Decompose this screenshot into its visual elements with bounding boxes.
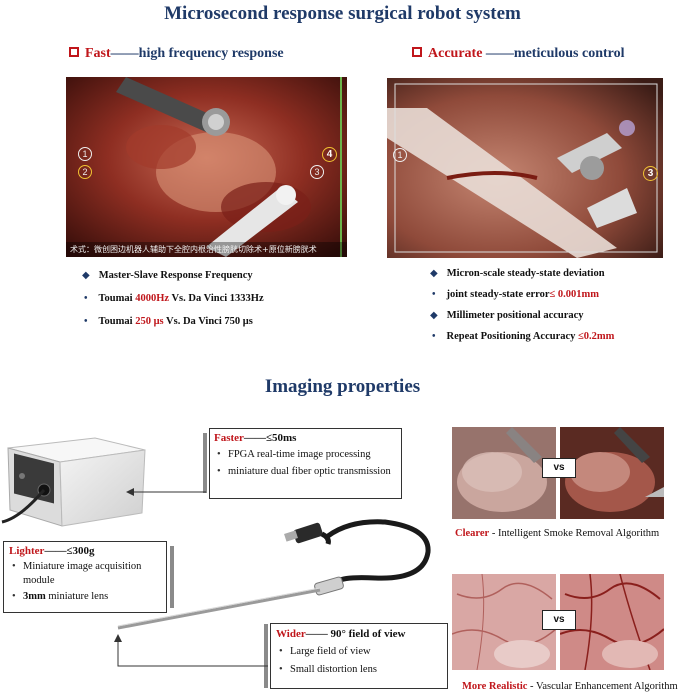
diamond-bullet-icon: ◆ [430, 310, 438, 321]
vs-badge: vs [542, 458, 576, 478]
smoke-after-image [560, 427, 664, 519]
bullet-text: Micron-scale steady-state deviation [446, 268, 605, 279]
bullet-text: Vs. Da Vinci 1333Hz [169, 293, 264, 304]
bullet-text: ≤0.2mm [578, 331, 615, 342]
accurate-bullet-item: ◆ Millimeter positional accuracy [430, 309, 614, 322]
wider-item: Small distortion lens [276, 663, 442, 677]
bullet-text: joint steady-state error [446, 289, 550, 300]
bullet-text: Millimeter positional accuracy [446, 310, 584, 321]
imaging-title: Imaging properties [264, 376, 421, 397]
lighter-label: Lighter [9, 545, 45, 557]
surgical-photo-fast: 1 2 4 3 术式：微创困边机器人辅助下全腔内根治性膀胱切除术+原位新膀胱术 [66, 77, 347, 257]
wider-label: Wider [276, 628, 306, 640]
wider-bar [264, 624, 268, 688]
camera-host-image [0, 418, 150, 530]
accurate-bullet-item: ◆ Micron-scale steady-state deviation [430, 267, 614, 280]
dot-bullet-icon: • [432, 331, 436, 342]
bullet-text: Toumai [98, 293, 136, 304]
checkbox-square-icon [412, 47, 422, 57]
bullet-text: Master-Slave Response Frequency [98, 270, 253, 281]
dot-bullet-icon: • [432, 289, 436, 300]
fast-heading: Fast——high frequency response [69, 46, 284, 62]
lighter-value: ——≤300g [44, 545, 95, 557]
arm-marker-4: 4 [322, 147, 337, 162]
wider-value: —— 90° field of view [305, 628, 406, 640]
arrow-faster [126, 488, 206, 496]
wider-item: Large field of view [276, 645, 442, 659]
arm-marker-3: 3 [643, 166, 658, 181]
endoscope-image [117, 519, 431, 630]
photo-caption: 术式：微创困边机器人辅助下全腔内根治性膀胱切除术+原位新膀胱术 [70, 245, 317, 254]
lighter-item: Miniature image acquisition module [9, 560, 161, 588]
vascular-after-image [560, 574, 664, 670]
diamond-bullet-icon: ◆ [430, 268, 438, 279]
accurate-bullet-list: ◆ Micron-scale steady-state deviation • joi… [430, 267, 614, 351]
faster-label: Faster [214, 432, 244, 444]
bullet-text: 250 μs [135, 316, 164, 327]
realistic-caption: More Realistic - Vascular Enhancement Al… [462, 681, 678, 692]
clearer-caption: Clearer - Intelligent Smoke Removal Algo… [455, 528, 660, 539]
bullet-text: 4000Hz [135, 293, 170, 304]
fast-bullet-item: • Toumai 250 μs Vs. Da Vinci 750 μs [82, 315, 264, 328]
faster-bar [203, 433, 207, 493]
faster-item: FPGA real-time image processing [214, 448, 397, 462]
accurate-subtitle: ——meticulous control [482, 46, 625, 61]
faster-box: Faster——≤50ms FPGA real-time image proce… [209, 428, 402, 499]
accurate-bullet-item: • Repeat Positioning Accuracy ≤0.2mm [430, 330, 614, 343]
fast-label: Fast [85, 46, 111, 61]
bullet-text: Repeat Positioning Accuracy [446, 331, 579, 342]
accurate-label: Accurate [428, 46, 483, 61]
surgical-photo-accurate: 1 3 [387, 78, 663, 258]
dot-bullet-icon: • [84, 293, 88, 304]
bullet-text: Toumai [98, 316, 136, 327]
diamond-bullet-icon: ◆ [82, 270, 90, 281]
dot-bullet-icon: • [84, 316, 88, 327]
vascular-before-image [452, 574, 556, 670]
page-title: Microsecond response surgical robot syst… [164, 3, 521, 24]
vs-badge: vs [542, 610, 576, 630]
faster-value: ——≤50ms [243, 432, 297, 444]
arm-marker-1: 1 [78, 147, 92, 161]
lighter-item: 3mm miniature lens [9, 590, 161, 604]
bullet-text: Vs. Da Vinci 750 μs [163, 316, 253, 327]
arm-marker-1: 1 [393, 148, 407, 162]
smoke-before-image [452, 427, 556, 519]
arrow-wider [114, 634, 268, 667]
arm-marker-2: 2 [78, 165, 92, 179]
arm-marker-3: 3 [310, 165, 324, 179]
lighter-box: Lighter——≤300g Miniature image acquisiti… [3, 541, 167, 613]
faster-item: miniature dual fiber optic transmission [214, 465, 397, 479]
fast-bullet-item: • Toumai 4000Hz Vs. Da Vinci 1333Hz [82, 292, 264, 305]
bullet-text: ≤ 0.001mm [549, 289, 600, 300]
checkbox-square-icon [69, 47, 79, 57]
accurate-heading: Accurate ——meticulous control [412, 46, 625, 62]
fast-bullet-item: ◆ Master-Slave Response Frequency [82, 269, 264, 282]
lighter-bar [170, 546, 174, 608]
fast-subtitle: ——high frequency response [110, 46, 284, 61]
wider-box: Wider—— 90° field of view Large field of… [270, 623, 448, 689]
accurate-bullet-item: • joint steady-state error≤ 0.001mm [430, 288, 614, 301]
fast-bullet-list: ◆ Master-Slave Response Frequency • Toumai … [82, 269, 264, 338]
